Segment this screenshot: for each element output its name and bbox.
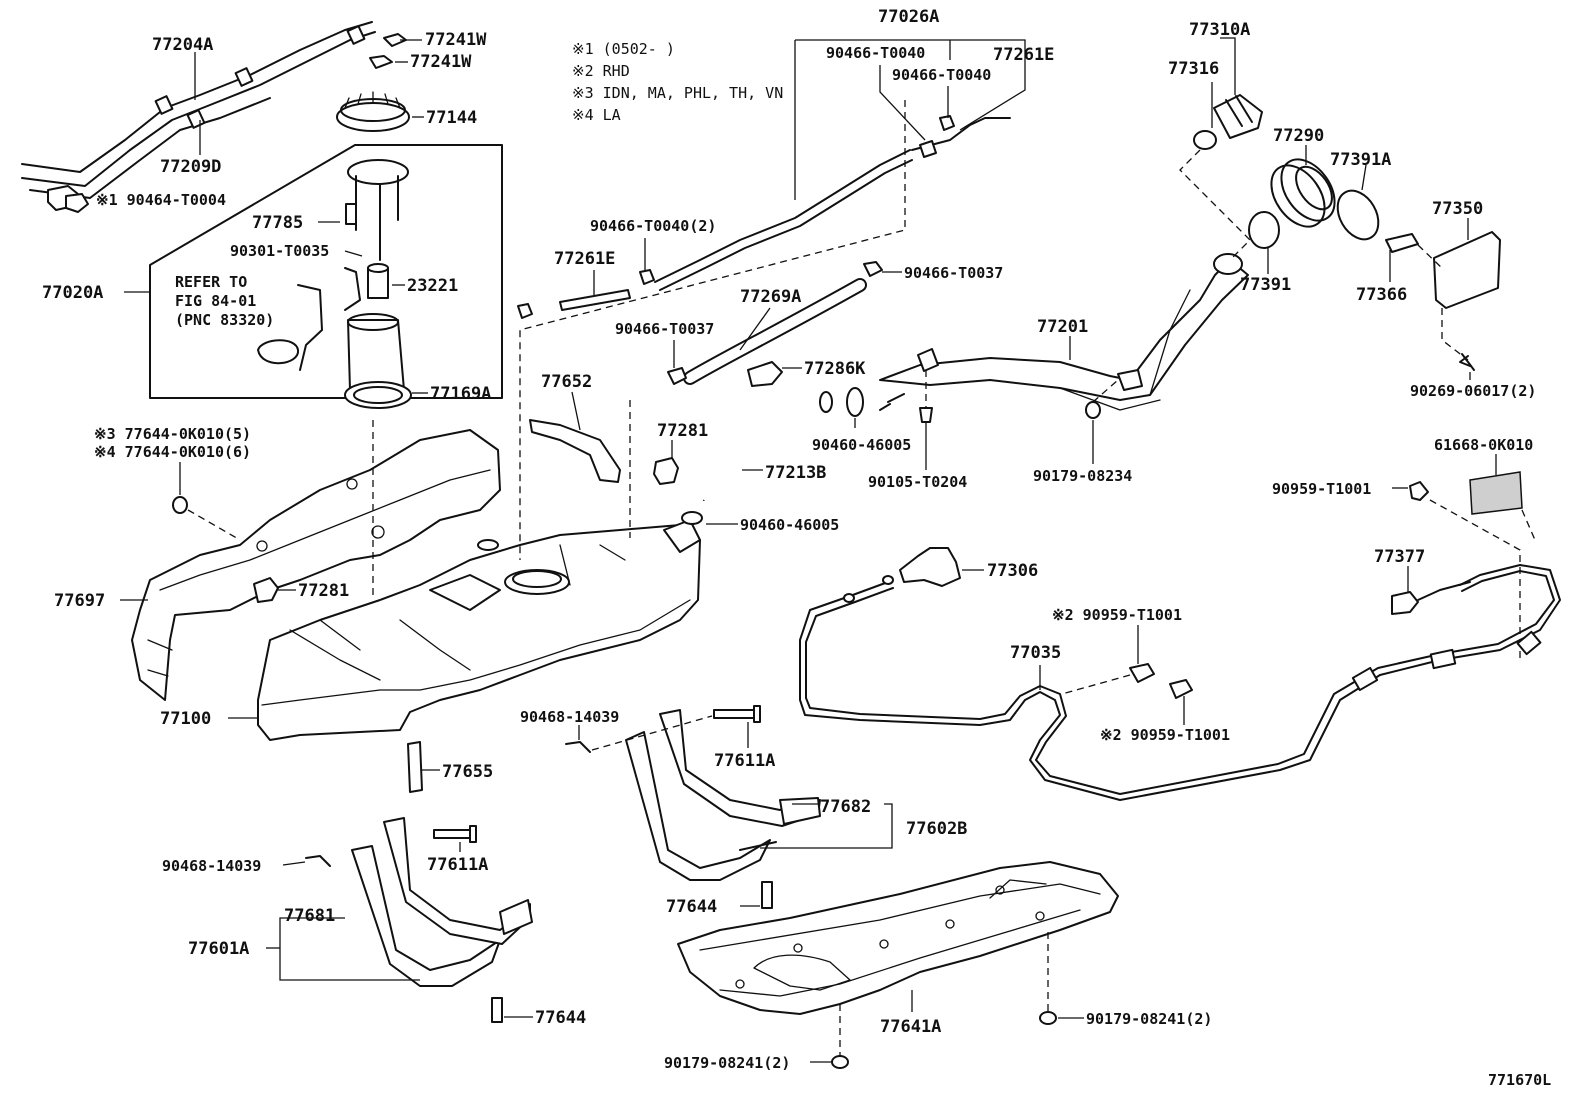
label-77213B: 77213B bbox=[765, 463, 826, 483]
applicability-notes: ※1 (0502- ) ※2 RHD ※3 IDN, MA, PHL, TH, … bbox=[572, 40, 783, 124]
label-90269-06017: 90269-06017(2) bbox=[1410, 382, 1536, 400]
note-2: ※2 RHD bbox=[572, 62, 630, 80]
label-90179-08241-right: 90179-08241(2) bbox=[1086, 1010, 1212, 1028]
refer-line-3: (PNC 83320) bbox=[175, 311, 274, 329]
sensor-77377 bbox=[1391, 591, 1419, 615]
label-77306: 77306 bbox=[987, 561, 1038, 581]
tank-band-left bbox=[351, 817, 533, 987]
label-77611A-lower: 77611A bbox=[427, 855, 488, 875]
label-77652: 77652 bbox=[541, 372, 592, 392]
label-90466-T0037-left: 90466-T0037 bbox=[615, 320, 714, 338]
label-77310A: 77310A bbox=[1189, 20, 1250, 40]
label-77261E-left: 77261E bbox=[554, 249, 615, 269]
fuel-cap bbox=[1193, 94, 1263, 150]
label-plate bbox=[1469, 471, 1523, 515]
label-23221: 23221 bbox=[407, 276, 458, 296]
label-61668-0K010: 61668-0K010 bbox=[1434, 436, 1533, 454]
label-77204A: 77204A bbox=[152, 35, 213, 55]
label-90179-08241-bottom: 90179-08241(2) bbox=[664, 1054, 790, 1072]
label-90179-08234: 90179-08234 bbox=[1033, 467, 1132, 485]
label-77261E-right: 77261E bbox=[993, 45, 1054, 65]
label-90468-14039-upper: 90468-14039 bbox=[520, 708, 619, 726]
fuel-pump-assembly-box bbox=[149, 144, 503, 399]
label-77644-0K010-6: ※4 77644-0K010(6) bbox=[94, 443, 251, 461]
label-77644-0K010-5: ※3 77644-0K010(5) bbox=[94, 425, 251, 443]
label-77611A-upper: 77611A bbox=[714, 751, 775, 771]
label-77020A: 77020A bbox=[42, 283, 103, 303]
note-1: ※1 (0502- ) bbox=[572, 40, 675, 58]
label-90105-T0204: 90105-T0204 bbox=[868, 473, 967, 491]
label-77290: 77290 bbox=[1273, 126, 1324, 146]
label-90466-T0040x2: 90466-T0040(2) bbox=[590, 217, 716, 235]
label-77286K: 77286K bbox=[804, 359, 866, 379]
label-77316: 77316 bbox=[1168, 59, 1219, 79]
label-77366: 77366 bbox=[1356, 285, 1407, 305]
tank-protector bbox=[131, 429, 501, 701]
label-90959-T1001-lower: ※2 90959-T1001 bbox=[1100, 726, 1230, 744]
label-90468-14039-lower: 90468-14039 bbox=[162, 857, 261, 875]
pad-77655 bbox=[407, 741, 423, 793]
label-90460-46005-upper: 90460-46005 bbox=[812, 436, 911, 454]
label-90959-T1001-upper: ※2 90959-T1001 bbox=[1052, 606, 1182, 624]
sensor-harness bbox=[799, 564, 1561, 801]
label-77201: 77201 bbox=[1037, 317, 1088, 337]
label-77281-middle: 77281 bbox=[657, 421, 708, 441]
fuel-door bbox=[1433, 231, 1501, 309]
label-77350: 77350 bbox=[1432, 199, 1483, 219]
pad-77652 bbox=[529, 419, 621, 483]
sensor-77306 bbox=[899, 547, 961, 587]
tube-77026A bbox=[654, 115, 1011, 291]
fuel-tube-assembly bbox=[21, 21, 407, 213]
label-77391A: 77391A bbox=[1330, 150, 1391, 170]
retainer-ring bbox=[336, 91, 410, 132]
tank-under-cover bbox=[677, 861, 1119, 1015]
label-77241W-2: 77241W bbox=[410, 52, 472, 72]
label-77601A: 77601A bbox=[188, 939, 249, 959]
label-77026A: 77026A bbox=[878, 7, 939, 27]
tube-77261E-left bbox=[559, 289, 631, 311]
label-90466-T0040-mid: 90466-T0040 bbox=[892, 66, 991, 84]
note-4: ※4 LA bbox=[572, 106, 621, 124]
note-3: ※3 IDN, MA, PHL, TH, VN bbox=[572, 84, 783, 102]
label-77144: 77144 bbox=[426, 108, 477, 128]
refer-line-2: FIG 84-01 bbox=[175, 292, 256, 310]
label-77391: 77391 bbox=[1240, 275, 1291, 295]
label-77241W-1: 77241W bbox=[425, 30, 487, 50]
label-77209D: 77209D bbox=[160, 157, 221, 177]
drawing-id: 771670L bbox=[1488, 1071, 1551, 1089]
label-77281-left: 77281 bbox=[298, 581, 349, 601]
label-77644-upper: 77644 bbox=[666, 897, 717, 917]
filler-pipe bbox=[879, 253, 1249, 411]
label-90460-46005-lower: 90460-46005 bbox=[740, 516, 839, 534]
label-90466-T0040-top: 90466-T0040 bbox=[826, 44, 925, 62]
label-77785: 77785 bbox=[252, 213, 303, 233]
label-90466-T0037-right: 90466-T0037 bbox=[904, 264, 1003, 282]
label-77377: 77377 bbox=[1374, 547, 1425, 567]
label-77681: 77681 bbox=[284, 906, 335, 926]
label-77644-lower: 77644 bbox=[535, 1008, 586, 1028]
label-77641A: 77641A bbox=[880, 1017, 941, 1037]
label-77269A: 77269A bbox=[740, 287, 801, 307]
label-77655: 77655 bbox=[442, 762, 493, 782]
label-77169A: 77169A bbox=[430, 384, 491, 404]
refer-line-1: REFER TO bbox=[175, 273, 247, 291]
label-90464-T0004: ※1 90464-T0004 bbox=[96, 191, 226, 209]
label-77035: 77035 bbox=[1010, 643, 1061, 663]
label-90301-T0035: 90301-T0035 bbox=[230, 242, 329, 260]
hinge-77366 bbox=[1385, 233, 1419, 253]
tank-band-right bbox=[625, 709, 821, 881]
label-90959-T1001-top: 90959-T1001 bbox=[1272, 480, 1371, 498]
label-77100: 77100 bbox=[160, 709, 211, 729]
fuel-tank bbox=[257, 519, 701, 741]
label-77602B: 77602B bbox=[906, 819, 967, 839]
label-77697: 77697 bbox=[54, 591, 105, 611]
filler-neck-ring bbox=[1270, 158, 1336, 228]
label-77682: 77682 bbox=[820, 797, 871, 817]
